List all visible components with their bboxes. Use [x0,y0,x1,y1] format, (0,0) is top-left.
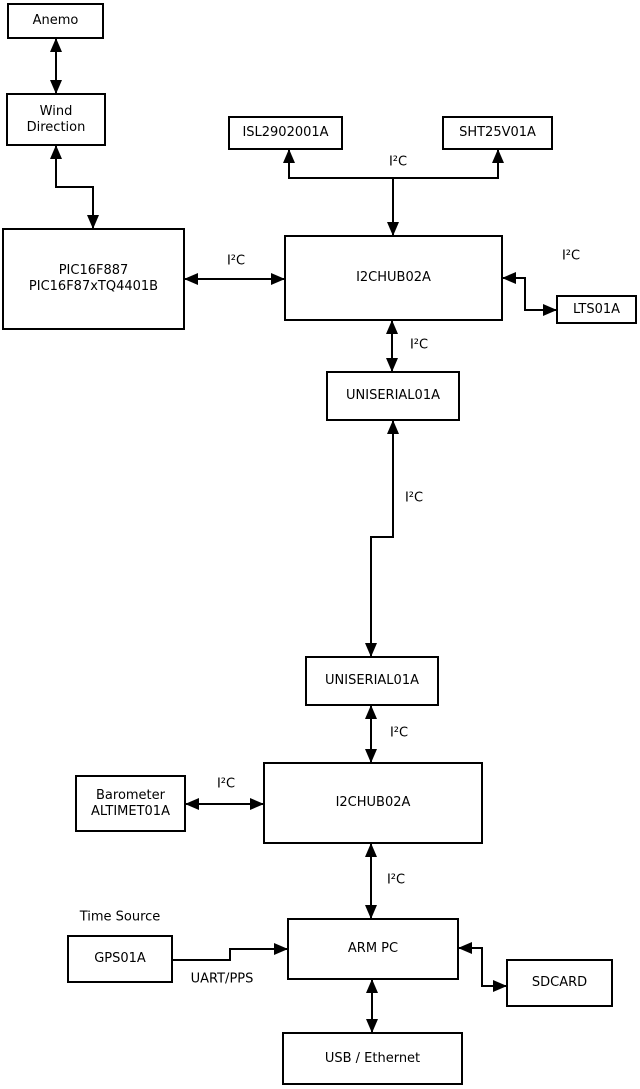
node-i2chub02a-lower-label: I2CHUB02A [335,795,411,811]
node-arm-pc: ARM PC [287,918,459,980]
node-barometer-line2: ALTIMET01A [91,803,170,819]
node-arm-pc-label: ARM PC [347,941,399,957]
edge-label-i2c-serial-link: I²C [404,490,424,506]
node-sdcard: SDCARD [506,959,613,1007]
node-anemo-label: Anemo [32,13,79,29]
edge-label-i2c-sensor-bus: I²C [388,154,408,170]
node-gps01a: GPS01A [67,935,173,983]
edge-label-i2c-serial-hub2: I²C [389,725,409,741]
node-lts01a: LTS01A [556,295,637,324]
node-lts01a-label: LTS01A [572,301,621,317]
node-pic16f887: PIC16F887 PIC16F87xTQ4401B [2,228,185,330]
edge-label-uart-pps: UART/PPS [190,971,254,987]
node-uniserial01a-lower-label: UNISERIAL01A [325,673,419,689]
node-isl2902001a-label: ISL2902001A [242,125,329,141]
node-wind-direction-line1: Wind [39,103,73,119]
node-wind-direction-line2: Direction [26,119,86,135]
node-uniserial01a-lower: UNISERIAL01A [305,656,439,706]
node-pic16f887-line1: PIC16F887 [58,263,129,279]
edge-label-i2c-pic-hub: I²C [226,253,246,269]
connector-uni1-uni2 [365,420,399,657]
edge-label-time-source: Time Source [79,909,161,925]
node-anemo: Anemo [7,3,104,39]
node-pic16f887-line2: PIC16F87xTQ4401B [28,279,159,294]
node-barometer-altimet01a: Barometer ALTIMET01A [75,775,186,832]
node-i2chub02a-lower: I2CHUB02A [263,762,483,844]
node-sht25v01a: SHT25V01A [442,116,553,150]
node-barometer-line1: Barometer [96,787,165,803]
edge-label-i2c-baro-hub: I²C [216,776,236,792]
node-sht25v01a-label: SHT25V01A [459,125,536,141]
connector-armpc-sdcard [458,942,507,992]
node-i2chub02a-upper: I2CHUB02A [284,235,503,321]
node-usb-ethernet-label: USB / Ethernet [324,1050,421,1066]
node-i2chub02a-upper-label: I2CHUB02A [356,270,431,286]
node-uniserial01a-upper: UNISERIAL01A [326,371,460,421]
edge-label-i2c-hub1-serial: I²C [409,337,429,353]
connector-gps-armpc [173,943,288,961]
edge-label-i2c-hub2-arm: I²C [386,872,406,888]
node-sdcard-label: SDCARD [531,975,588,991]
node-wind-direction: Wind Direction [6,93,106,146]
connector-hub1-lts [502,272,557,316]
edge-label-i2c-lts: I²C [561,248,581,264]
node-gps01a-label: GPS01A [94,951,146,967]
node-isl2902001a: ISL2902001A [228,116,343,150]
node-uniserial01a-upper-label: UNISERIAL01A [346,388,440,404]
connector-wind-pic [50,145,99,229]
node-usb-ethernet: USB / Ethernet [282,1032,463,1085]
